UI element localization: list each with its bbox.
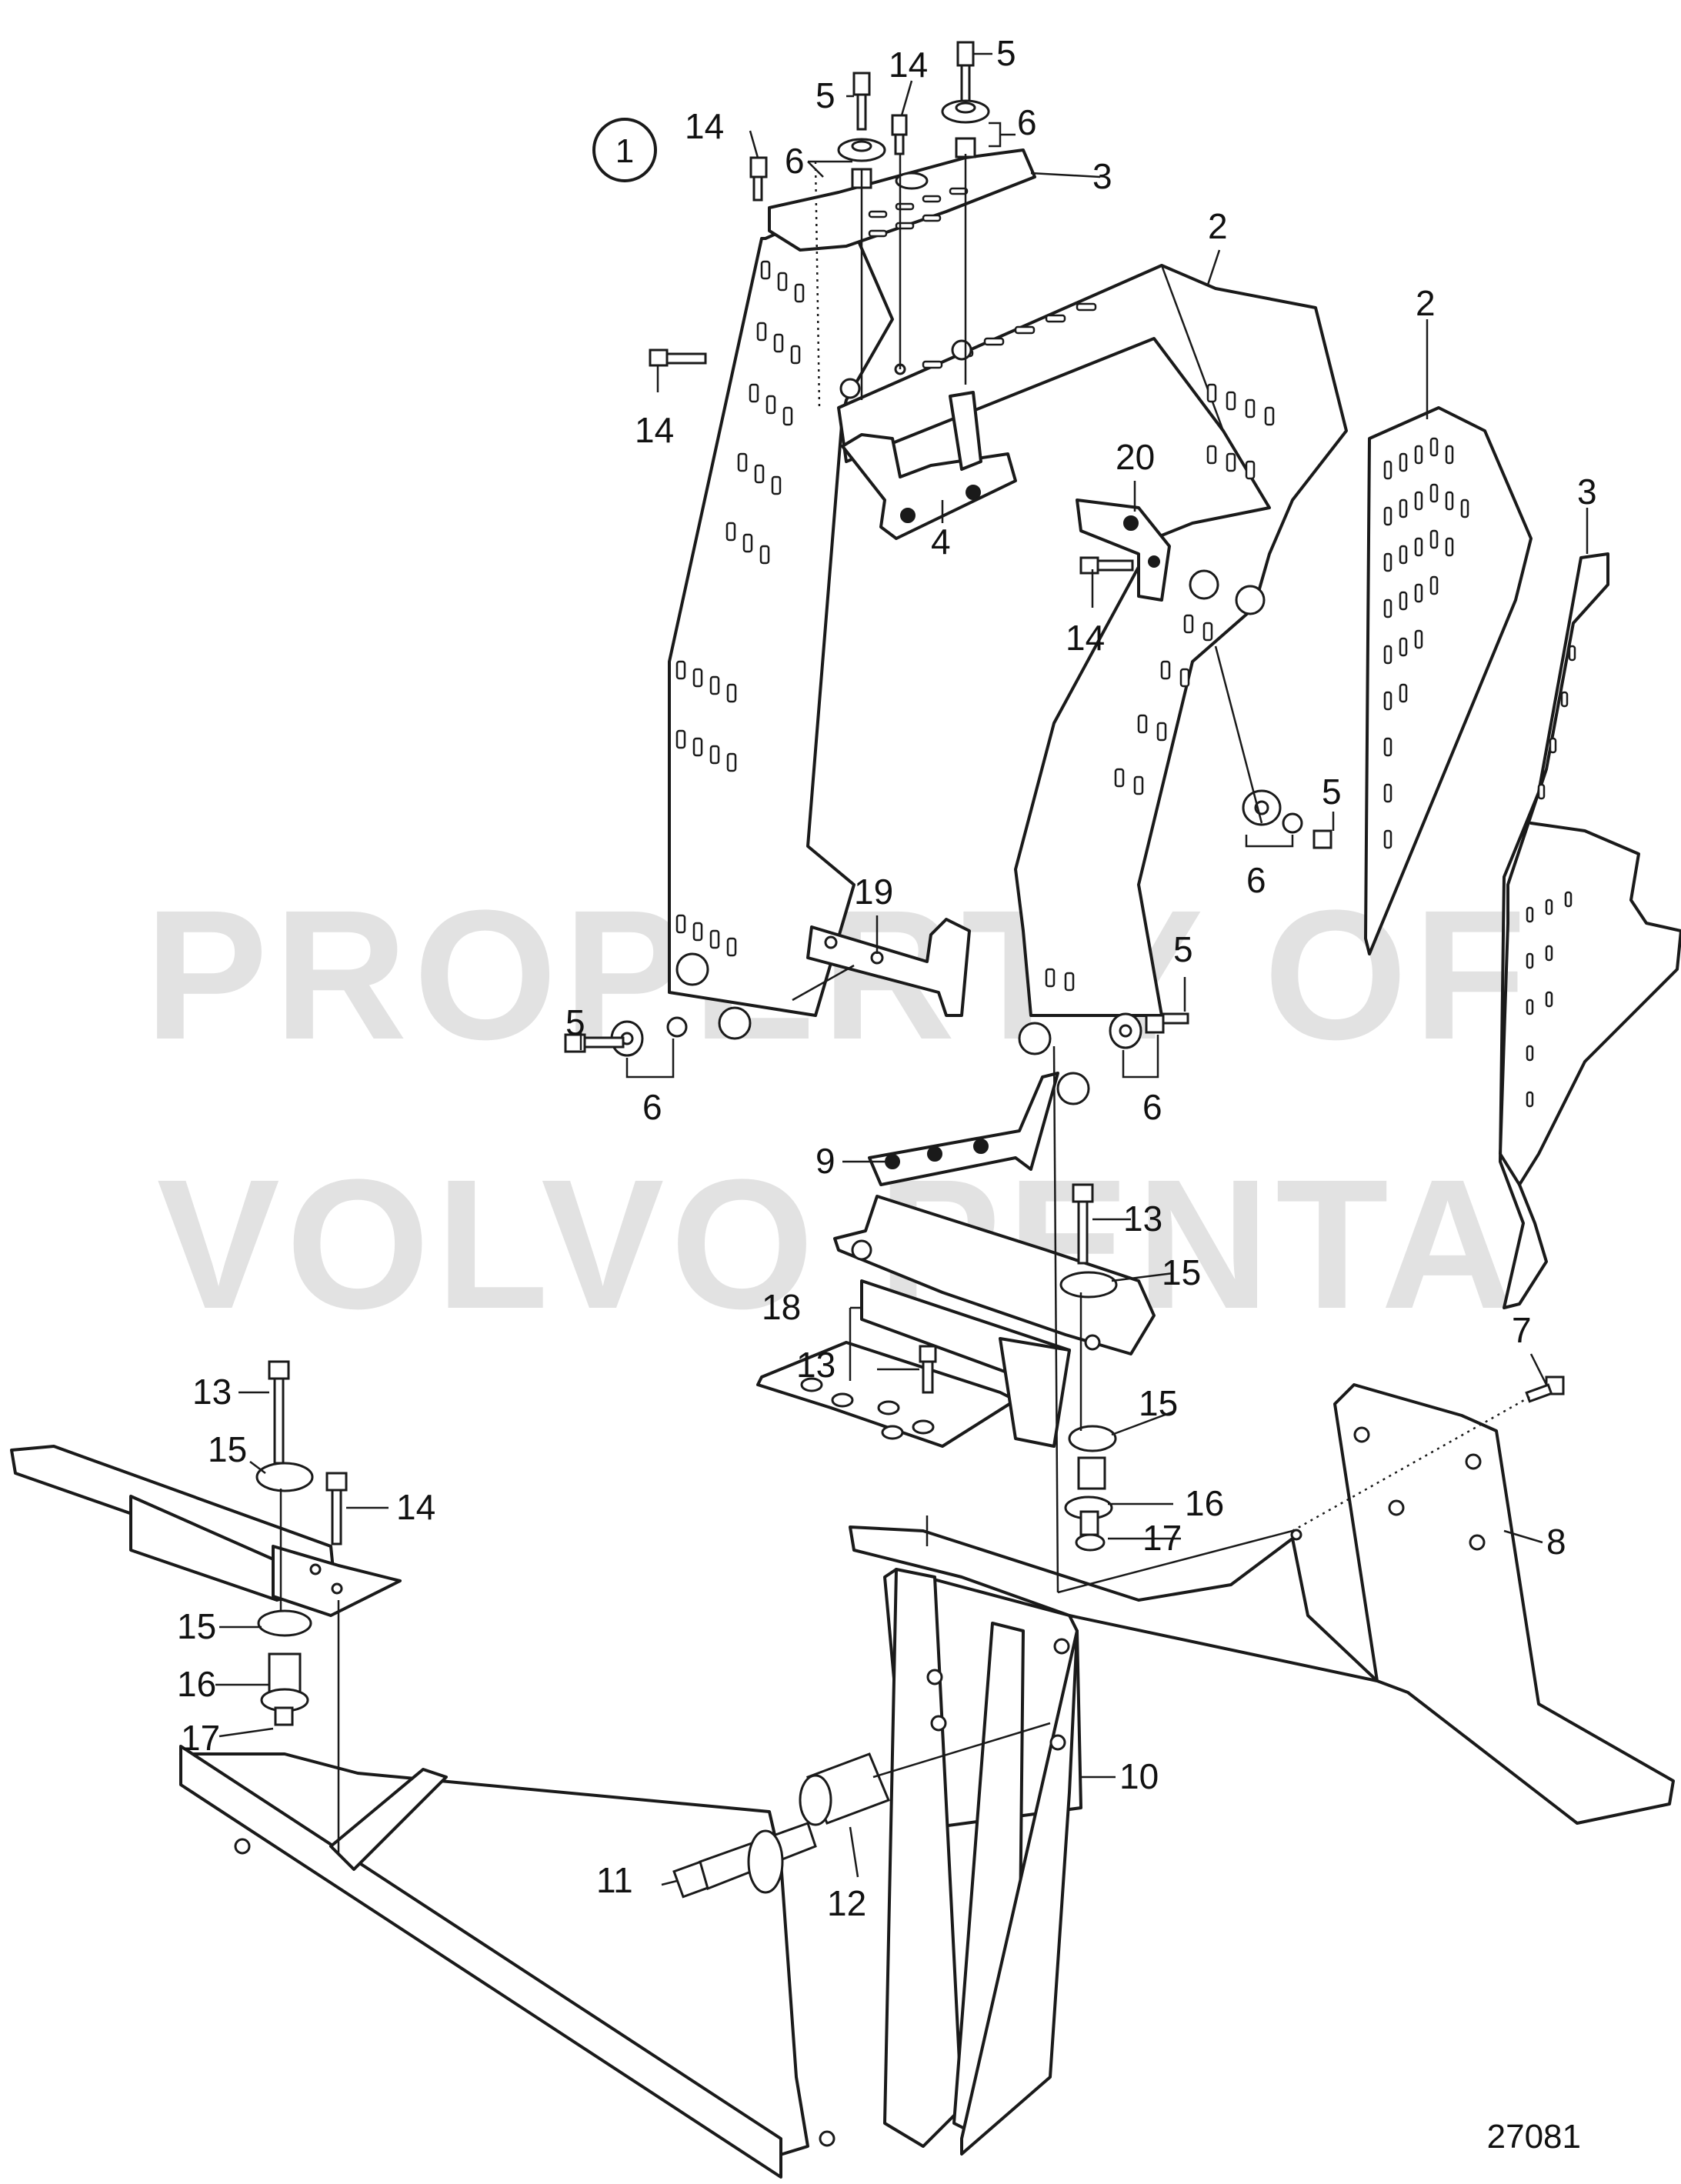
callout-14-a: 14 (889, 45, 928, 85)
callout-5-c: 5 (1322, 772, 1342, 812)
callout-2-b: 2 (1416, 283, 1436, 323)
callout-17-b: 17 (181, 1718, 220, 1758)
callout-11: 11 (596, 1860, 633, 1900)
view-number-badge: 1 (592, 118, 657, 182)
leader-lines (279, 154, 1532, 1854)
callout-10: 10 (1119, 1756, 1159, 1796)
callout-15-b: 15 (1139, 1383, 1178, 1423)
callout-3-b: 3 (1577, 472, 1597, 512)
top-cross-plate (768, 148, 1036, 252)
callout-7: 7 (1512, 1310, 1532, 1350)
callout-5-a: 5 (996, 33, 1016, 73)
callout-14-b: 14 (685, 106, 724, 146)
callout-18: 18 (762, 1287, 801, 1327)
engine-bed-bracket-left (179, 1568, 1082, 2179)
callout-14-d: 14 (1066, 618, 1105, 658)
callout-2-a: 2 (1208, 206, 1228, 246)
callout-6-d: 6 (642, 1087, 662, 1127)
center-mount-bracket (756, 1195, 1156, 1448)
callout-14-e: 14 (396, 1487, 435, 1527)
callout-14-c: 14 (635, 410, 674, 450)
callout-15-c: 15 (208, 1429, 247, 1469)
callout-17-a: 17 (1142, 1518, 1182, 1558)
callout-19: 19 (854, 872, 893, 912)
callout-4: 4 (931, 522, 951, 562)
callout-15-a: 15 (1162, 1252, 1201, 1292)
callout-5-e: 5 (565, 1002, 585, 1042)
callout-13-b: 13 (796, 1345, 835, 1385)
small-bracket-4 (841, 391, 1017, 540)
callout-6-c: 6 (1246, 860, 1266, 900)
engine-bed-bracket-right (849, 1383, 1675, 1825)
bracket-9 (868, 1072, 1059, 1186)
small-bracket-20 (1076, 498, 1171, 602)
side-panel-3 (1499, 552, 1681, 1309)
callout-6-e: 6 (1142, 1087, 1162, 1127)
callout-16-a: 16 (1185, 1483, 1224, 1523)
fasteners (255, 41, 1565, 1899)
callout-15-d: 15 (177, 1606, 216, 1646)
callout-6-a: 6 (785, 141, 805, 181)
callout-3-a: 3 (1092, 156, 1112, 196)
callout-13-a: 13 (1123, 1199, 1162, 1239)
callout-labels: 5 5 14 14 6 6 3 2 2 3 14 4 20 14 5 6 19 … (177, 33, 1597, 1923)
callout-16-b: 16 (177, 1664, 216, 1704)
callout-9: 9 (815, 1141, 835, 1181)
view-number: 1 (615, 132, 634, 170)
callout-13-c: 13 (192, 1372, 232, 1412)
callout-6-b: 6 (1017, 102, 1037, 142)
callout-5-b: 5 (815, 75, 835, 115)
callout-8: 8 (1546, 1522, 1566, 1562)
callout-12: 12 (827, 1883, 866, 1923)
drawing-number: 27081 (1487, 2118, 1581, 2156)
callout-leaders (215, 52, 1589, 1886)
callout-20: 20 (1116, 437, 1155, 477)
frame-perforations (675, 260, 1275, 992)
callout-5-d: 5 (1173, 929, 1193, 969)
side-panel-2 (1364, 406, 1533, 955)
